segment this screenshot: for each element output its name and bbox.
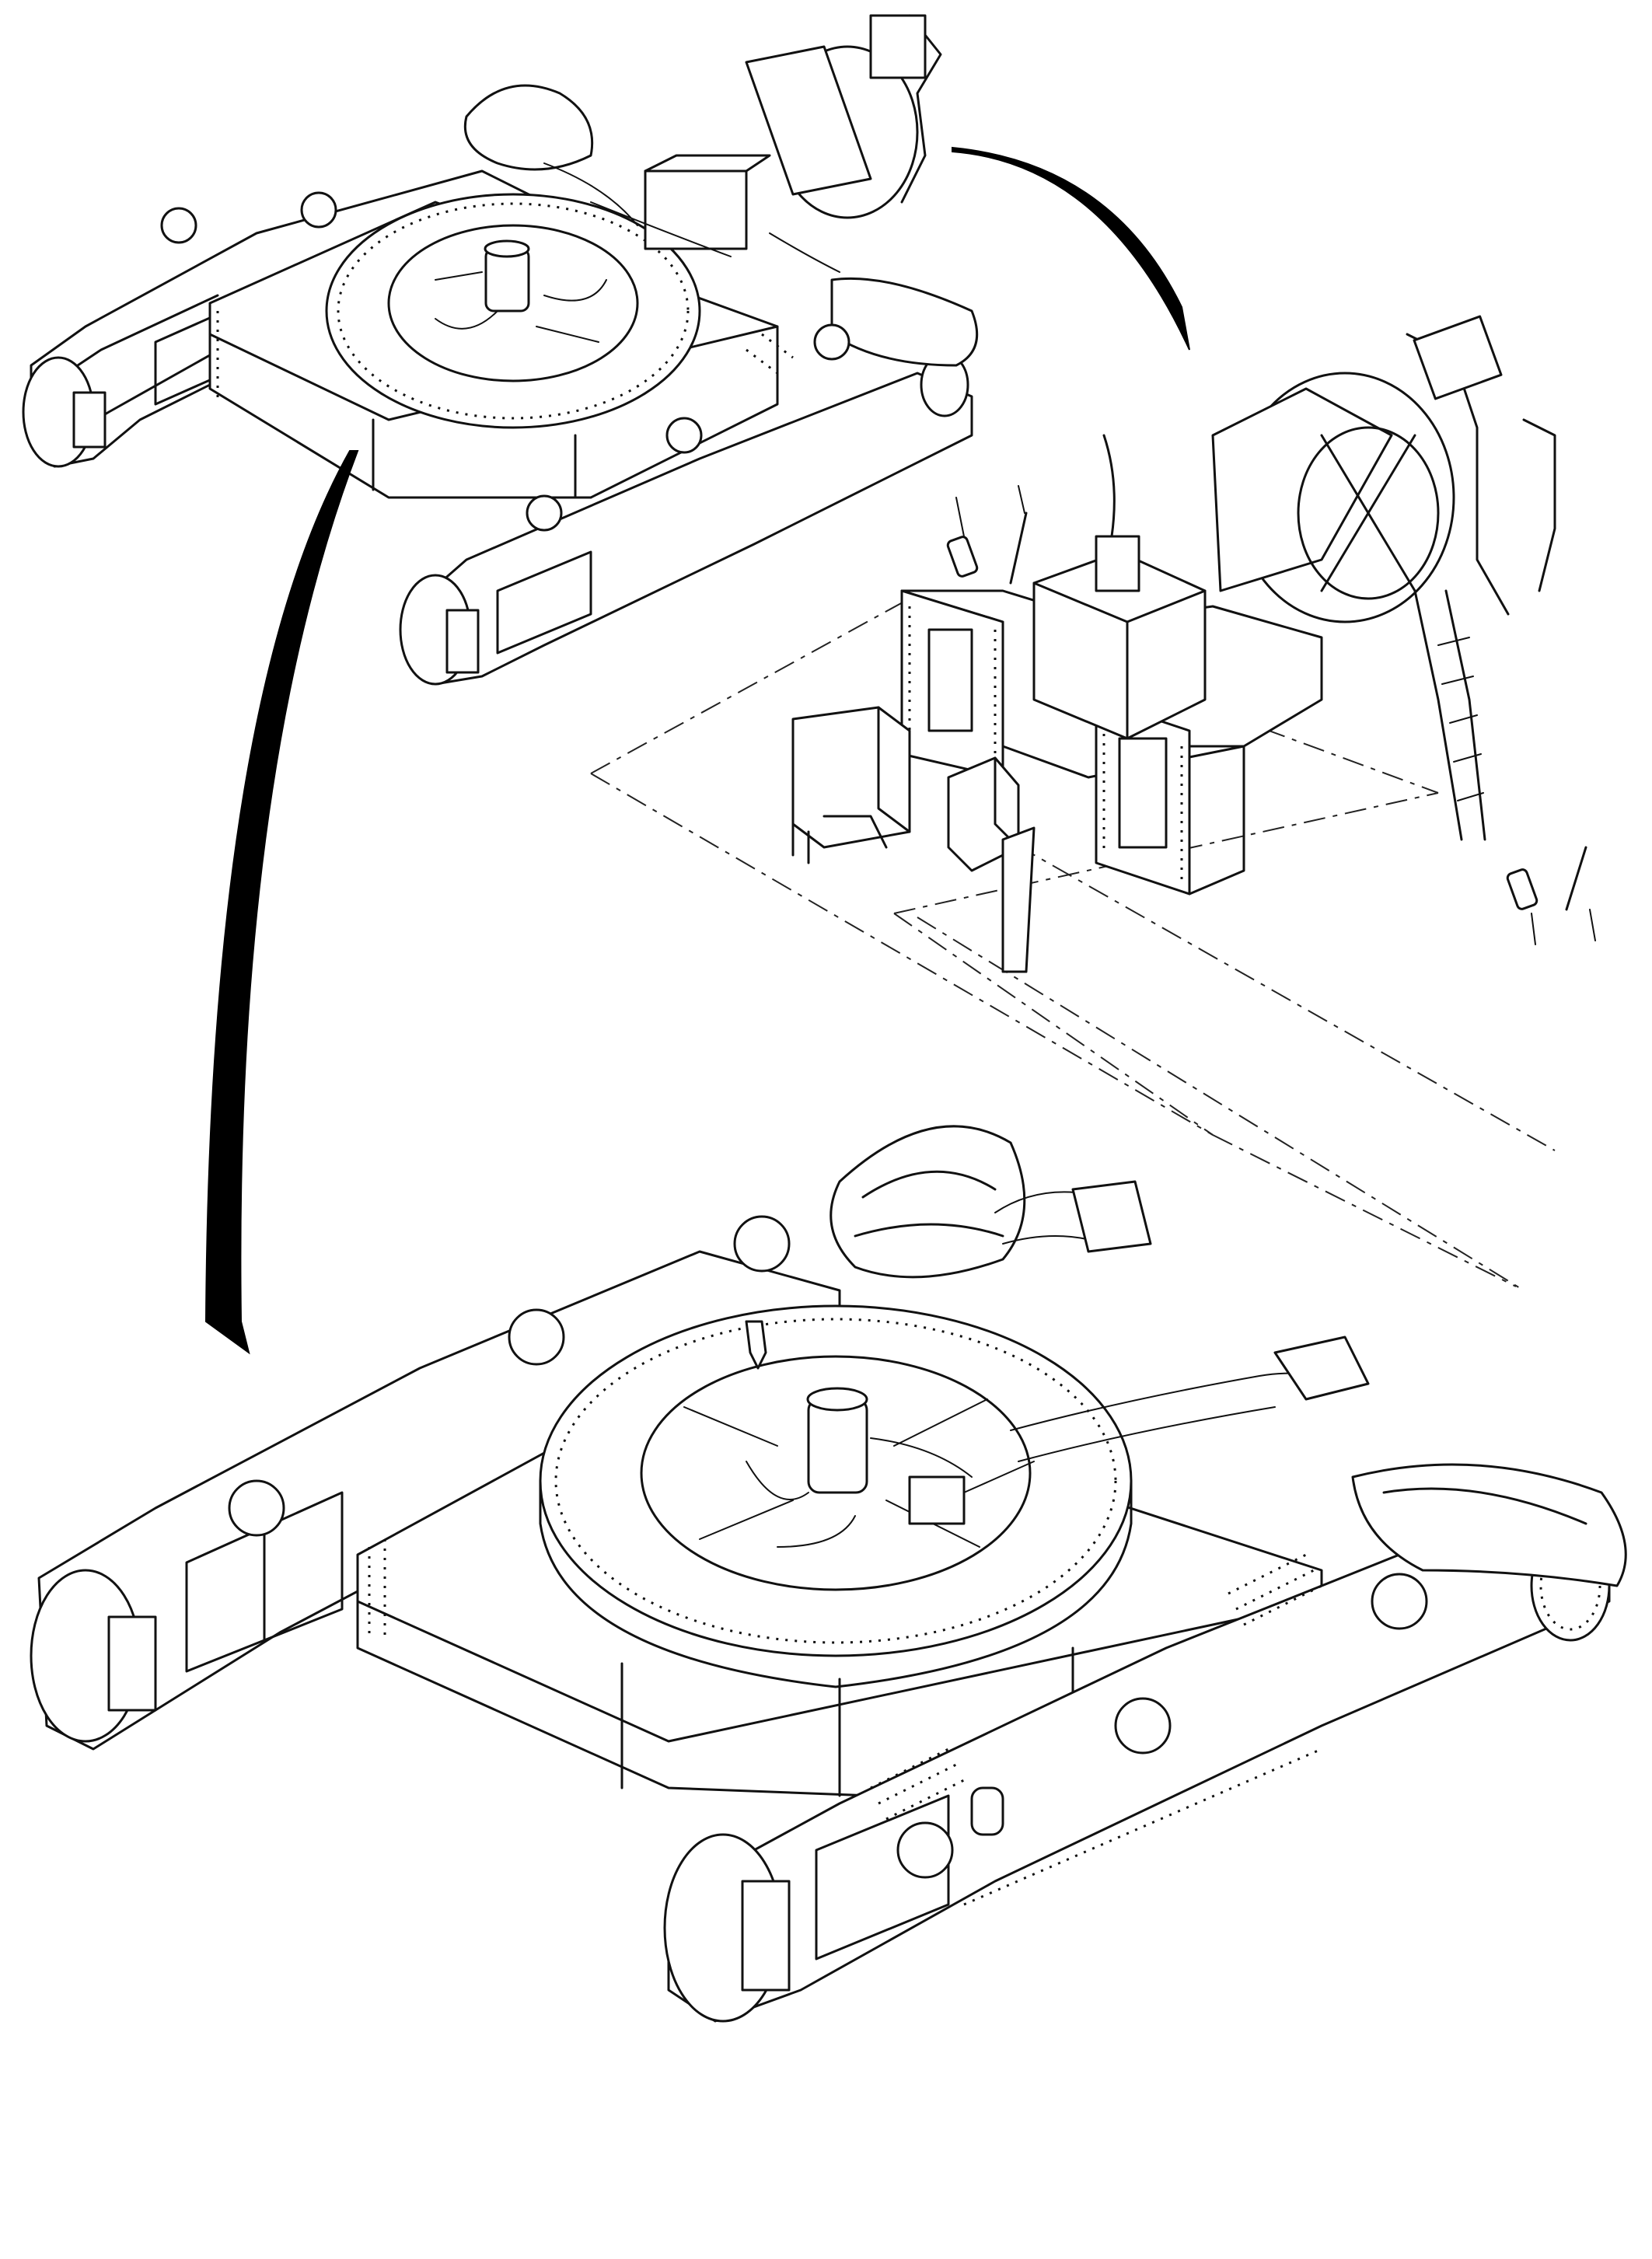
left-frame-end-plate xyxy=(107,1615,157,1712)
left-roller-2 xyxy=(508,1308,565,1366)
top-slewing-ring-teeth xyxy=(337,202,690,420)
pin-bolt-upper xyxy=(1009,512,1028,585)
right-track-chain xyxy=(1351,1463,1627,1587)
right-roller-2 xyxy=(1114,1697,1172,1754)
top-right-frame-end-plate xyxy=(445,609,480,674)
mounting-bracket xyxy=(1001,826,1036,973)
left-track-chain xyxy=(829,1125,1026,1279)
pin-sleeve-upper xyxy=(946,536,979,578)
top-guide-arm xyxy=(869,14,927,79)
right-frame-access-cover xyxy=(970,1786,1004,1836)
valve-top-block xyxy=(1095,535,1140,592)
assembly-arrow-right xyxy=(952,146,1190,351)
top-valve-block xyxy=(644,169,748,250)
pin-sleeve-lower xyxy=(1506,868,1538,910)
right-frame-end-plate xyxy=(741,1880,791,1992)
car-body-flange-left xyxy=(900,589,1004,779)
left-roller-1 xyxy=(228,1479,285,1537)
left-roller-3 xyxy=(733,1215,791,1273)
access-ladder xyxy=(1413,589,1486,841)
assembled-undercarriage-top xyxy=(22,14,979,686)
assembly-arrow-left xyxy=(204,450,359,1355)
swivel-joint xyxy=(807,1398,868,1494)
guide-arm xyxy=(1413,315,1503,400)
top-track-chain-rear xyxy=(463,84,594,171)
slewing-ring-teeth xyxy=(554,1318,1117,1644)
exploded-components xyxy=(590,315,1596,1291)
top-track-chain-front xyxy=(830,277,979,367)
assembled-undercarriage-bottom xyxy=(30,1125,1627,2023)
right-roller-1 xyxy=(896,1821,954,1879)
explode-line-1 xyxy=(590,598,910,774)
swivel-manifold xyxy=(908,1475,966,1525)
top-left-frame-end-plate xyxy=(72,391,107,449)
right-roller-3 xyxy=(1371,1573,1428,1630)
pin-bolt-lower xyxy=(1565,846,1587,911)
electrical-box xyxy=(791,706,911,849)
top-swivel-joint xyxy=(484,247,530,312)
